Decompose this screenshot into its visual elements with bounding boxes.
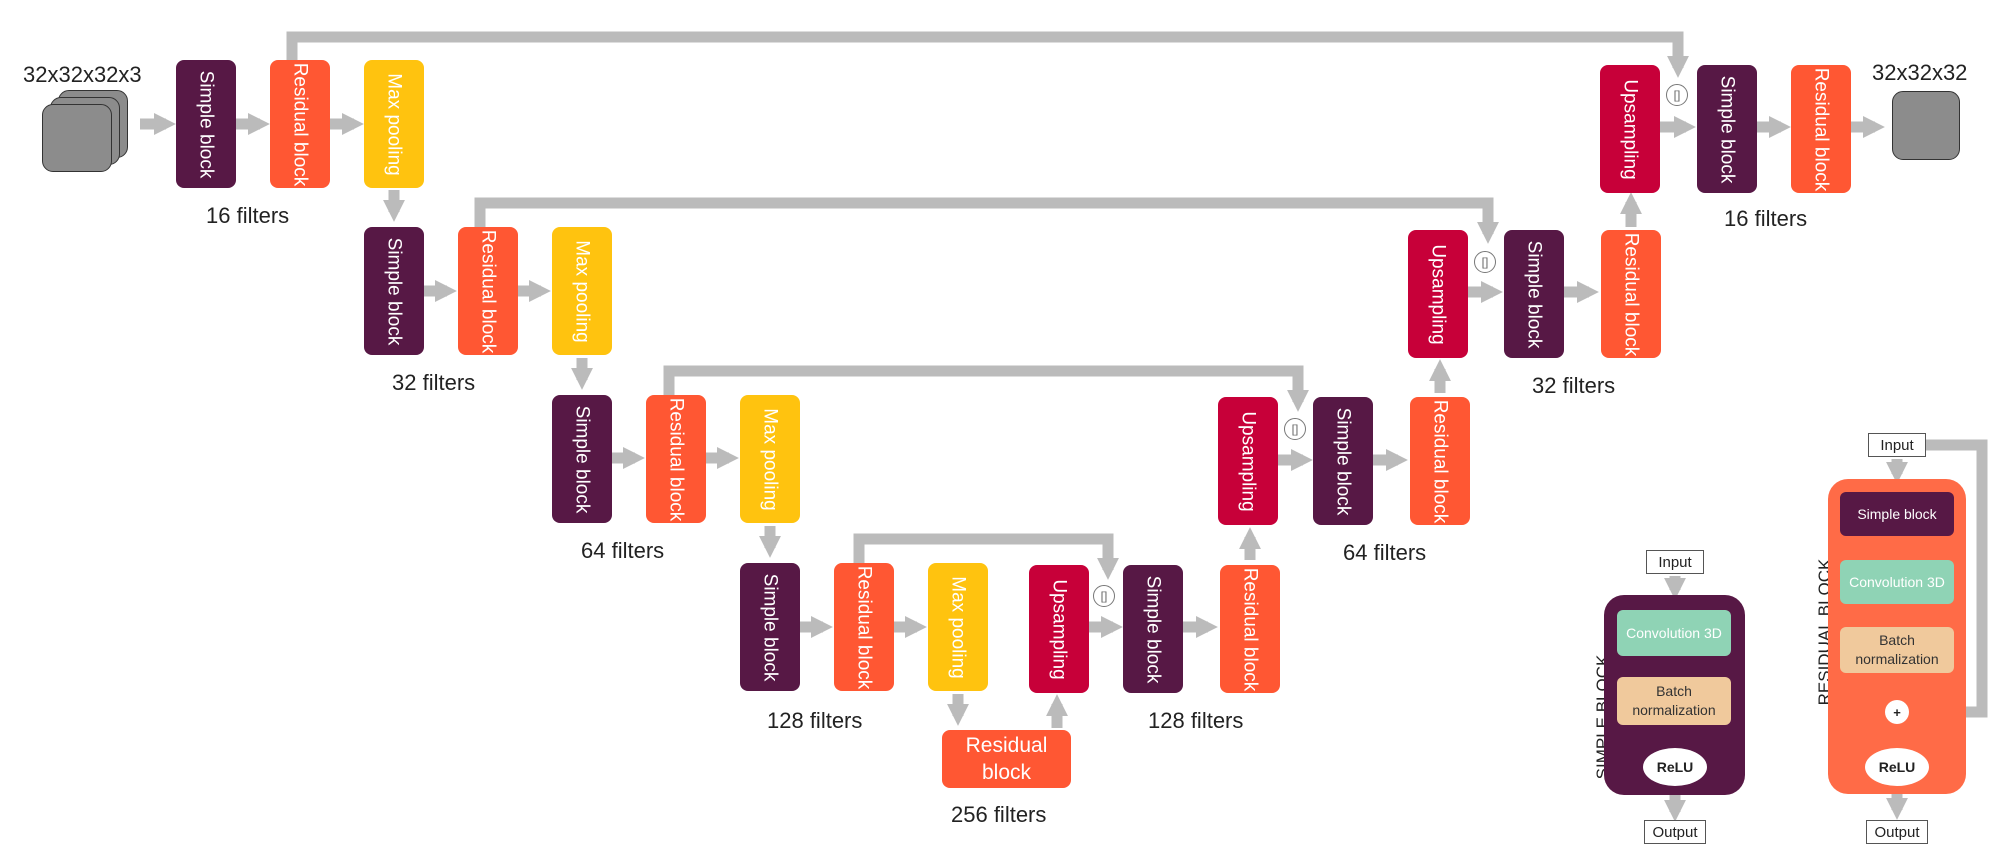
block-label: Residual block [853,565,875,689]
block-label: Simple block [1716,75,1738,183]
residual-legend-batchnorm: Batch normalization [1840,627,1954,673]
dec1-residual-block: Residual block [1791,65,1851,193]
dec2-concat-icon: [] [1474,251,1496,273]
enc3-max-pooling: Max pooling [740,395,800,523]
enc3-residual-block: Residual block [646,395,706,523]
output-volume [1892,91,1960,160]
enc2-filters-label: 32 filters [392,370,476,395]
dec2-filters-label: 32 filters [1532,373,1616,398]
block-label: Residual block [1239,567,1261,691]
block-label: Residual block [1810,67,1832,191]
block-label: Residual block [289,62,311,186]
block-label: Simple block [759,573,781,681]
bottleneck-filters-label: 256 filters [951,802,1047,827]
block-label: Simple block [1332,407,1354,515]
block-label: Simple block [571,405,593,513]
enc1-residual-block: Residual block [270,60,330,188]
block-label: Max pooling [759,407,781,511]
dec2-upsampling: Upsampling [1408,230,1468,358]
block-label: Max pooling [383,72,405,176]
block-label: Residual block [1429,399,1451,523]
block-label: Upsampling [1427,243,1449,345]
enc4-residual-block: Residual block [834,563,894,691]
enc4-simple-block: Simple block [740,563,800,691]
simple-legend-batchnorm: Batch normalization [1617,677,1731,725]
dec1-filters-label: 16 filters [1724,206,1808,231]
residual-legend-output: Output [1866,820,1928,844]
dec3-upsampling: Upsampling [1218,397,1278,525]
enc3-simple-block: Simple block [552,395,612,523]
block-label: Residual block [1620,232,1642,356]
dec4-filters-label: 128 filters [1148,708,1244,733]
enc4-filters-label: 128 filters [767,708,863,733]
block-label: Upsampling [1237,410,1259,512]
dec1-simple-block: Simple block [1697,65,1757,193]
simple-legend-input: Input [1646,550,1704,574]
dec4-simple-block: Simple block [1123,565,1183,693]
enc1-simple-block: Simple block [176,60,236,188]
dec1-upsampling: Upsampling [1600,65,1660,193]
input-shape-label: 32x32x32x3 [23,62,142,87]
dec3-simple-block: Simple block [1313,397,1373,525]
dec4-concat-icon: [] [1093,585,1115,607]
dec4-residual-block: Residual block [1220,565,1280,693]
enc1-max-pooling: Max pooling [364,60,424,188]
block-label: Simple block [1142,575,1164,683]
block-label: Upsampling [1048,578,1070,680]
residual-legend-input: Input [1868,433,1926,457]
block-label: Simple block [383,237,405,345]
block-label: Simple block [195,70,217,178]
dec4-upsampling: Upsampling [1029,565,1089,693]
simple-legend-output: Output [1644,820,1706,844]
dec3-filters-label: 64 filters [1343,540,1427,565]
simple-legend-conv3d: Convolution 3D [1617,610,1731,656]
block-label: Max pooling [571,239,593,343]
simple-legend-relu: ReLU [1643,748,1707,786]
output-shape-label: 32x32x32 [1872,60,1968,85]
bottleneck-residual-block: Residual block [942,730,1071,788]
residual-legend-simple-block: Simple block [1840,492,1954,536]
enc1-filters-label: 16 filters [206,203,290,228]
dec3-residual-block: Residual block [1410,397,1470,525]
enc2-simple-block: Simple block [364,227,424,355]
enc3-filters-label: 64 filters [581,538,665,563]
block-label: Upsampling [1619,78,1641,180]
residual-legend-relu: ReLU [1865,748,1929,786]
dec1-concat-icon: [] [1666,84,1688,106]
residual-legend-add-icon: + [1885,700,1909,724]
enc2-residual-block: Residual block [458,227,518,355]
enc4-max-pooling: Max pooling [928,563,988,691]
block-label: Residual block [477,229,499,353]
enc2-max-pooling: Max pooling [552,227,612,355]
block-label: Residual block [665,397,687,521]
dec2-simple-block: Simple block [1504,230,1564,358]
dec2-residual-block: Residual block [1601,230,1661,358]
block-label: Simple block [1523,240,1545,348]
block-label: Max pooling [947,575,969,679]
dec3-concat-icon: [] [1284,418,1306,440]
residual-legend-conv3d: Convolution 3D [1840,560,1954,604]
